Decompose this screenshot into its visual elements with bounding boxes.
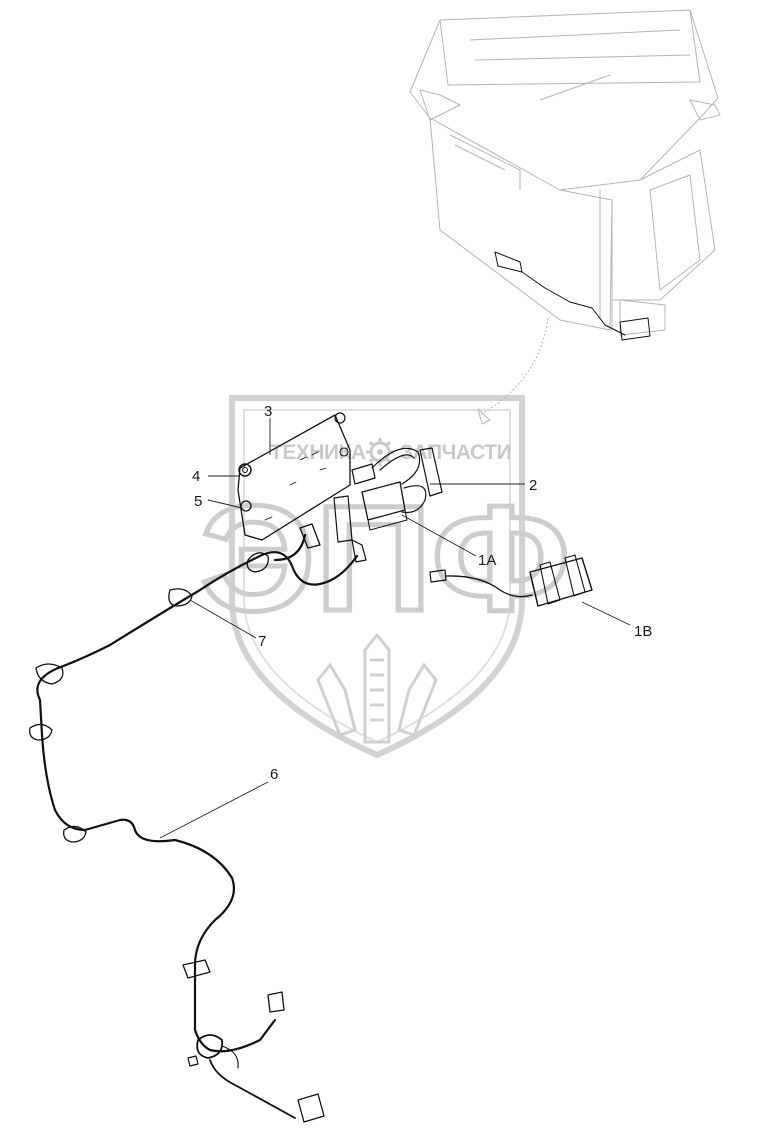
leader-1a xyxy=(401,514,477,557)
watermark-brand-left: ТЕХНИКА xyxy=(270,441,366,464)
callout-2: 2 xyxy=(529,477,537,494)
wire-harness xyxy=(29,523,359,1123)
callouts: 3 4 5 2 1A 1B 7 6 xyxy=(192,403,652,783)
sensor-1b xyxy=(429,554,593,607)
wheat-icon xyxy=(316,632,438,744)
callout-1a: 1A xyxy=(478,552,496,569)
hopper-assembly xyxy=(409,9,721,425)
leader-5 xyxy=(207,499,243,509)
fastener-4 xyxy=(238,463,252,477)
callout-6: 6 xyxy=(270,766,278,783)
control-module-2 xyxy=(333,447,443,563)
callout-4: 4 xyxy=(192,468,200,485)
watermark-shield xyxy=(229,395,525,759)
leader-1b xyxy=(581,601,631,626)
watermark-monogram: ЭПФ xyxy=(200,474,570,642)
leader-6 xyxy=(159,781,269,839)
callout-7: 7 xyxy=(258,633,266,650)
watermark-brand-right: ЗАПЧАСТИ xyxy=(400,441,511,464)
callout-3: 3 xyxy=(264,403,272,420)
leader-lines xyxy=(159,418,631,839)
callout-5: 5 xyxy=(194,493,202,510)
mounting-plate xyxy=(237,412,351,541)
watermark: ТЕХНИКА ЗАПЧАСТИ ЭПФ xyxy=(198,395,573,759)
leader-7 xyxy=(189,599,257,639)
callout-1b: 1B xyxy=(634,623,652,640)
